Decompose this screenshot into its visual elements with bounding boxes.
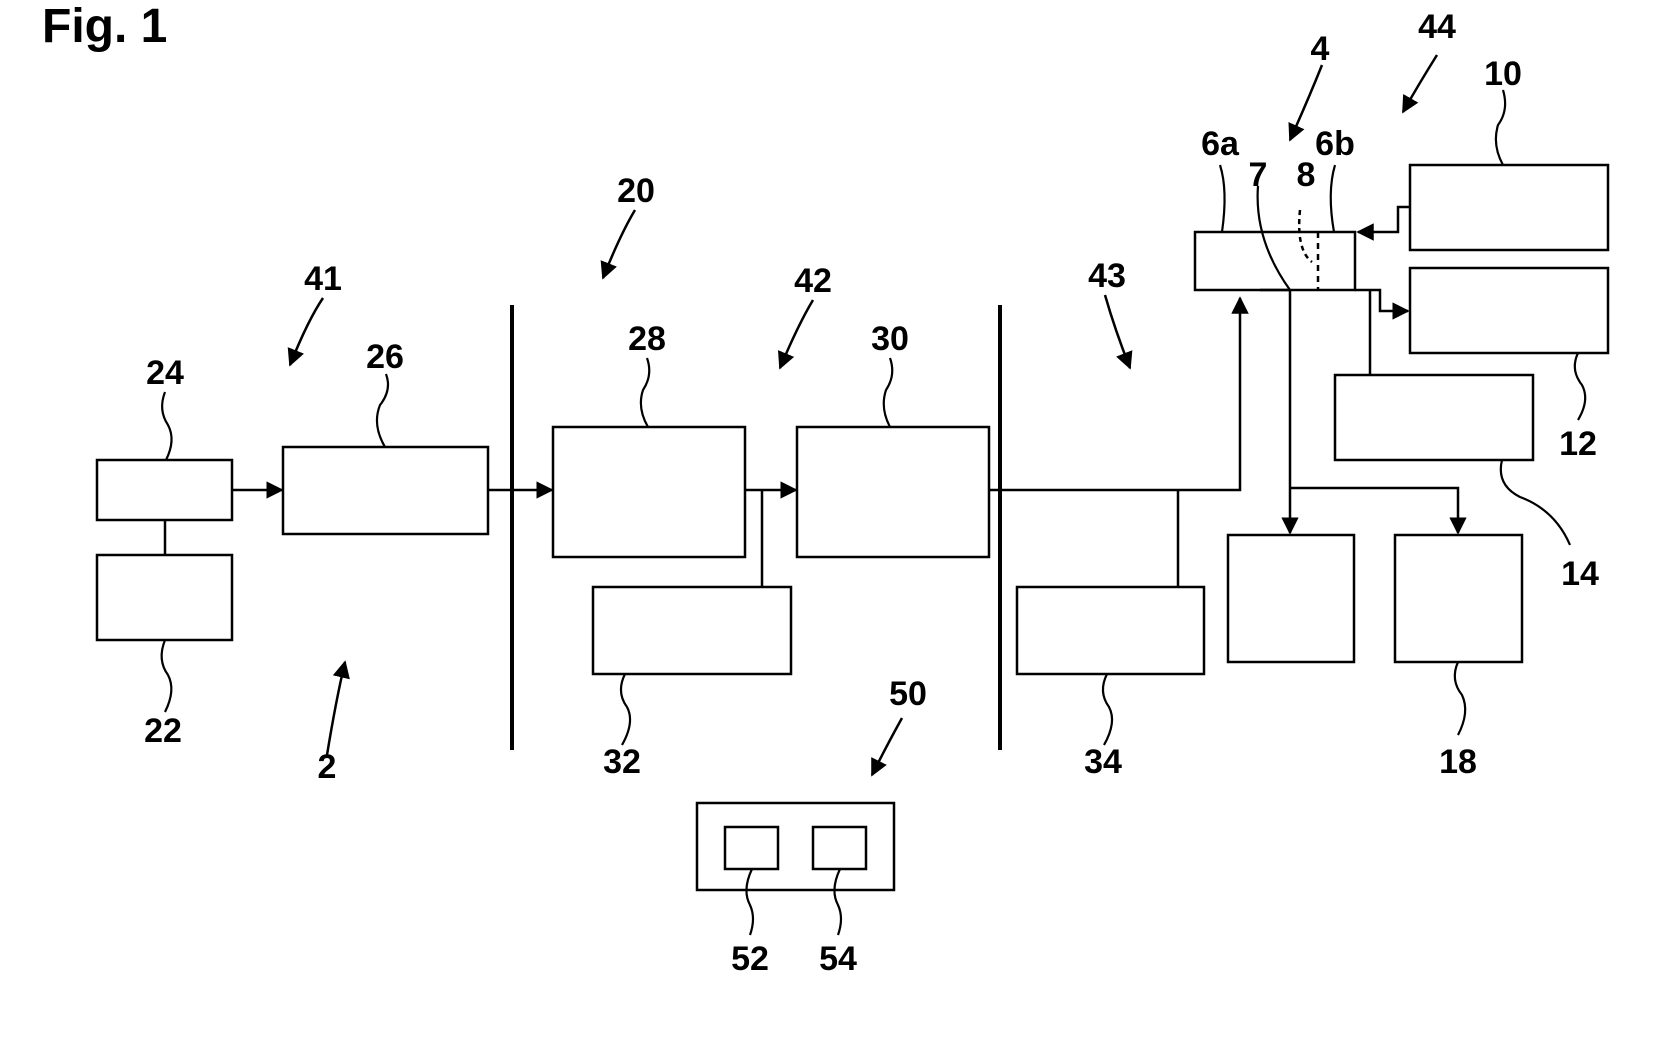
- block-54: [813, 827, 866, 869]
- arrow-4-to-12: [1355, 290, 1408, 311]
- label-43: 43: [1088, 257, 1126, 295]
- leader-24: [162, 392, 171, 460]
- block-28: [553, 427, 745, 557]
- pointer-43: [1105, 295, 1130, 368]
- label-10: 10: [1484, 55, 1522, 93]
- block-52: [725, 827, 778, 869]
- arrow-to-18: [1290, 488, 1458, 533]
- pointer-41: [290, 298, 323, 365]
- label-30: 30: [871, 320, 909, 358]
- leader-6a: [1220, 165, 1225, 232]
- label-4: 4: [1311, 30, 1330, 68]
- label-7: 7: [1249, 156, 1268, 194]
- leader-12: [1575, 353, 1585, 420]
- block-4-unit: [1195, 232, 1355, 290]
- block-12: [1410, 268, 1608, 353]
- label-52: 52: [731, 940, 769, 978]
- leader-34: [1103, 674, 1112, 745]
- label-18: 18: [1439, 743, 1477, 781]
- pointer-44: [1403, 55, 1437, 112]
- label-6a: 6a: [1201, 125, 1240, 163]
- label-22: 22: [144, 712, 182, 750]
- arrow-10-to-4: [1358, 207, 1410, 232]
- block-30: [797, 427, 989, 557]
- label-24: 24: [146, 354, 184, 392]
- pointer-42: [780, 300, 813, 368]
- label-2: 2: [318, 748, 337, 786]
- leader-28: [641, 358, 649, 427]
- block-22: [97, 555, 232, 640]
- label-28: 28: [628, 320, 666, 358]
- pointer-50: [872, 718, 902, 775]
- figure-title: Fig. 1: [42, 0, 167, 53]
- label-41: 41: [304, 260, 342, 298]
- label-44: 44: [1418, 8, 1456, 46]
- block-16: [1228, 535, 1354, 662]
- leader-22: [162, 640, 172, 712]
- pointer-20: [603, 210, 635, 278]
- block-14: [1335, 375, 1533, 460]
- block-10: [1410, 165, 1608, 250]
- block-24: [97, 460, 232, 520]
- label-42: 42: [794, 262, 832, 300]
- leader-32: [621, 674, 630, 745]
- pointer-2: [327, 662, 345, 755]
- block-34: [1017, 587, 1204, 674]
- label-14: 14: [1561, 555, 1599, 593]
- leader-18: [1455, 662, 1465, 735]
- block-32: [593, 587, 791, 674]
- label-50: 50: [889, 675, 927, 713]
- leader-10: [1496, 90, 1505, 165]
- block-26: [283, 447, 488, 534]
- label-8: 8: [1297, 156, 1316, 194]
- leader-14: [1501, 460, 1570, 545]
- leader-30: [884, 358, 893, 427]
- leader-26: [377, 374, 388, 447]
- label-6b: 6b: [1315, 125, 1355, 163]
- block-18: [1395, 535, 1522, 662]
- label-32: 32: [603, 743, 641, 781]
- label-26: 26: [366, 338, 404, 376]
- label-54: 54: [819, 940, 857, 978]
- leader-6b: [1331, 165, 1335, 232]
- label-20: 20: [617, 172, 655, 210]
- label-12: 12: [1559, 425, 1597, 463]
- label-34: 34: [1084, 743, 1122, 781]
